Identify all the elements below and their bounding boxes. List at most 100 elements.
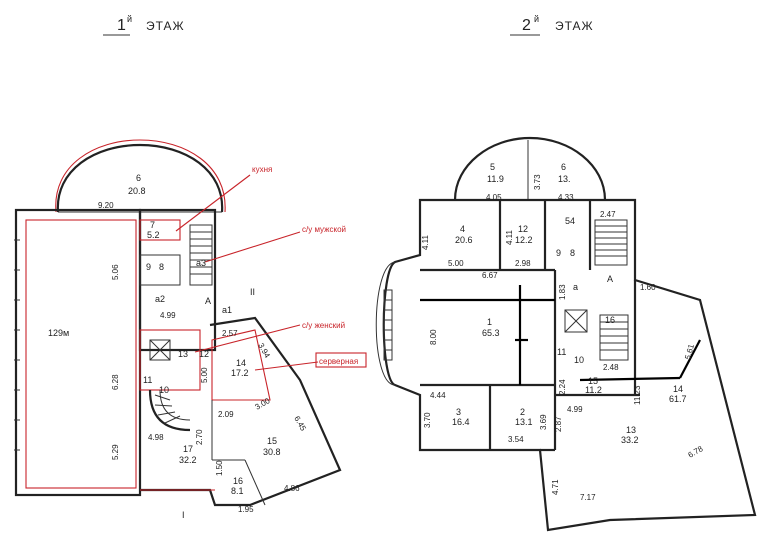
floor2-room3-num: 3 xyxy=(456,407,461,417)
floor2-dim: 5.61 xyxy=(683,343,696,361)
annotation-wc-male: с/у мужской xyxy=(302,225,346,234)
floor2-room12-area: 12.2 xyxy=(515,235,533,245)
floor2-room2-area: 13.1 xyxy=(515,417,533,427)
floor2-room6-area: 13. xyxy=(558,174,571,184)
floor2-room15-num: 15 xyxy=(588,376,598,386)
floor2-dim: 3.69 xyxy=(539,414,548,430)
floor2-room54-num: 54 xyxy=(565,216,575,226)
floor1-room12-num: 12 xyxy=(199,349,209,359)
floor1-dim: 4.99 xyxy=(160,311,176,320)
floor1-room17-num: 17 xyxy=(183,444,193,454)
floor2-dim: 3.70 xyxy=(423,412,432,428)
wc-female-leader xyxy=(194,324,301,353)
floor1-room-a2: a2 xyxy=(155,294,165,304)
floor2-dim: 3.73 xyxy=(533,174,542,190)
floor1-room14-area: 17.2 xyxy=(231,368,249,378)
floor2-dim: 8.00 xyxy=(429,329,438,345)
floor2-letter-a-small: a xyxy=(573,282,578,292)
floor1-dim: 5.00 xyxy=(200,367,209,383)
floor2-room11-num: 11 xyxy=(557,347,566,357)
floor2-dim: 6.67 xyxy=(482,271,498,280)
server-leader xyxy=(254,361,319,371)
floor2-plan: 2 й ЭТАЖ xyxy=(375,14,757,532)
floor1-letter-a: A xyxy=(205,296,211,306)
floor1-dim: 4.98 xyxy=(148,433,164,442)
floor2-left-bay-windows xyxy=(383,289,393,361)
floor1-bay-red-outline xyxy=(55,139,226,213)
floor1-server-red xyxy=(211,329,271,401)
floor2-dim: 4.44 xyxy=(430,391,446,400)
floor2-room14-area: 61.7 xyxy=(669,394,687,404)
server-label-box xyxy=(315,352,367,368)
floor1-dim: 2.57 xyxy=(222,329,238,338)
floor2-room6-num: 6 xyxy=(561,162,566,172)
floor1-left-windows xyxy=(14,239,20,451)
floor2-dim: 3.54 xyxy=(508,435,524,444)
floor2-cut-line-3 xyxy=(579,376,681,382)
floor1-room8-9 xyxy=(139,254,181,286)
floor2-dim: 2.24 xyxy=(558,379,567,395)
floor1-dim: 5.29 xyxy=(111,444,120,460)
floor1-dim: 9.20 xyxy=(98,201,114,210)
floor2-room9-num: 9 xyxy=(556,248,561,258)
floor2-room5-area: 11.9 xyxy=(487,174,504,184)
floor2-room2-num: 2 xyxy=(520,407,525,417)
floor2-dim: 4.11 xyxy=(505,229,514,245)
floor1-room15-num: 15 xyxy=(267,436,277,446)
floor2-room5-num: 5 xyxy=(490,162,495,172)
floor1-dim: 4.86 xyxy=(284,484,300,493)
floor2-room4-area: 20.6 xyxy=(455,235,473,245)
floor1-room10-num: 10 xyxy=(159,385,169,395)
floor2-stairs-lower xyxy=(599,314,629,361)
annotation-wc-female: с/у женский xyxy=(302,321,345,330)
floor1-wc-red xyxy=(139,329,201,391)
floor2-elevator xyxy=(564,309,588,333)
floor2-dim: 4.11 xyxy=(421,234,430,250)
floor1-big-room-area: 129м xyxy=(48,328,69,338)
floor2-letter-a: A xyxy=(607,274,613,284)
floor1-letter-i: I xyxy=(182,510,185,520)
floor2-room3-area: 16.4 xyxy=(452,417,470,427)
floor2-dim: 4.33 xyxy=(558,193,574,202)
floor1-dim: 1.95 xyxy=(238,505,254,514)
floor2-room14-num: 14 xyxy=(673,384,683,394)
floor2-outline-wall xyxy=(382,198,757,532)
floor2-dim: 4.99 xyxy=(567,405,583,414)
floor2-dim: 4.71 xyxy=(551,479,560,495)
floor1-dim: 6.28 xyxy=(111,374,120,390)
floor2-room10-num: 10 xyxy=(574,355,584,365)
floor1-dim: 6.45 xyxy=(292,415,308,433)
floor1-dim: 2.70 xyxy=(195,429,204,445)
floor1-room17-area: 32.2 xyxy=(179,455,197,465)
floor1-room13-num: 13 xyxy=(178,349,188,359)
floor1-hall-wall xyxy=(14,208,142,497)
floor1-right-wing-wall xyxy=(140,316,342,507)
floor2-cut-line-4 xyxy=(679,339,701,379)
floor1-stairs-upper xyxy=(189,224,213,286)
floor2-dim: 5.00 xyxy=(448,259,464,268)
floor2-dim: 1.83 xyxy=(558,284,567,300)
floor1-room8-num: 8 xyxy=(159,262,164,272)
floor2-dim: 2.98 xyxy=(515,259,531,268)
floor1-room7-red xyxy=(139,219,181,241)
floor2-room1-area: 65.3 xyxy=(482,328,500,338)
floor2-room1-num: 1 xyxy=(487,317,492,327)
floor2-room13-area: 33.2 xyxy=(621,435,639,445)
floor2-dim: 6.78 xyxy=(687,444,705,460)
floor2-dim: 2.47 xyxy=(600,210,616,219)
floor1-letter-ii: II xyxy=(250,287,255,297)
floor2-dim: 2.48 xyxy=(603,363,619,372)
floor2-title-sup: й xyxy=(534,14,539,24)
floor2-room15-area: 11.2 xyxy=(585,385,602,395)
floor1-room6-area: 20.8 xyxy=(128,186,146,196)
floor1-dim: 5.06 xyxy=(111,264,120,280)
floor1-room14-num: 14 xyxy=(236,358,246,368)
floor1-room7-area: 5.2 xyxy=(147,230,160,240)
floor1-room16-side xyxy=(244,459,266,506)
floor1-room15-area: 30.8 xyxy=(263,447,281,457)
floor2-title-number: 2 xyxy=(522,17,531,34)
floor2-bay-wall xyxy=(453,136,607,201)
floor1-room16-area: 8.1 xyxy=(231,486,244,496)
floor1-title-number: 1 xyxy=(117,17,126,34)
